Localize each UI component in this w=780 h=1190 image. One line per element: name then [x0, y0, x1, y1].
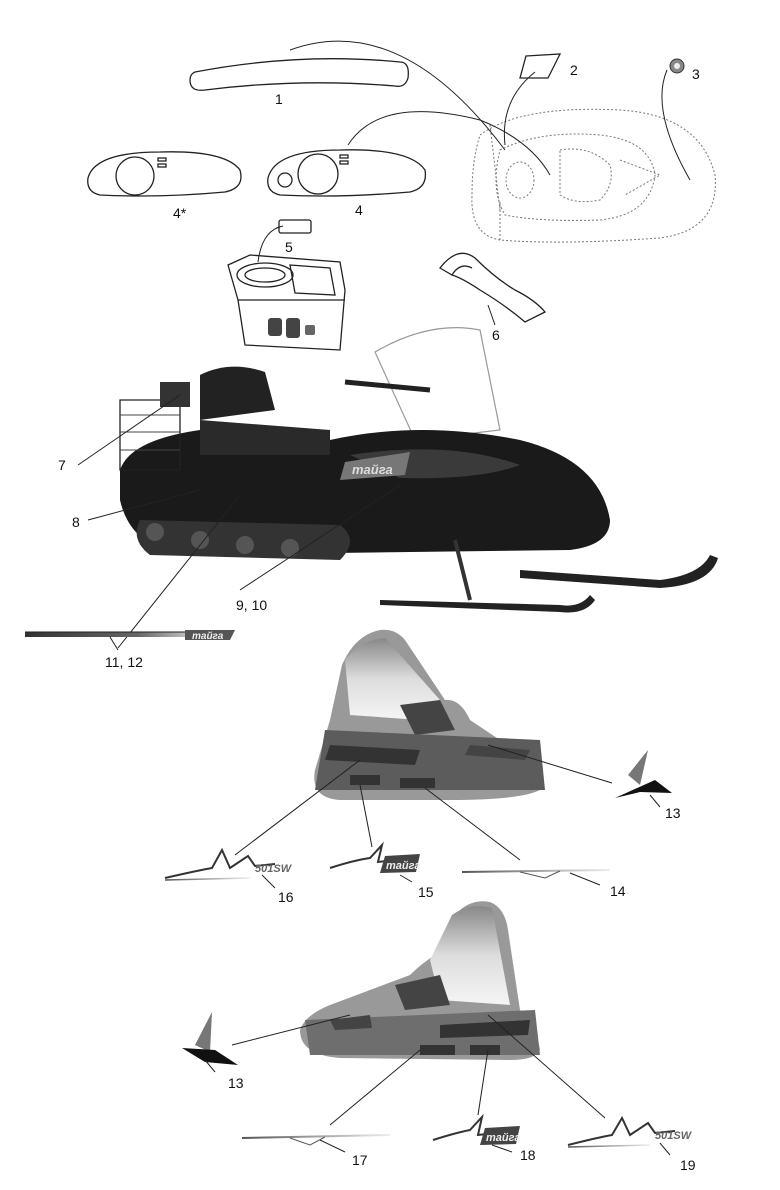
part-5-small-plate	[278, 219, 312, 234]
part-15-brand-emblem: тайга	[329, 841, 420, 873]
leader-2	[503, 71, 536, 146]
hood-view-2	[300, 901, 540, 1060]
storage-box	[227, 254, 346, 351]
part-2-small-decal	[519, 53, 562, 79]
leader-17	[329, 1049, 421, 1126]
leader-15	[359, 784, 373, 848]
label-9-10: 9, 10	[236, 597, 267, 613]
label-7: 7	[58, 457, 66, 473]
brand-badge-body: тайга	[352, 462, 393, 477]
part-1-dash-strip	[189, 58, 409, 91]
leader-15-b	[399, 874, 413, 883]
part-18-brand-emblem: тайга	[432, 1113, 520, 1145]
leader-19-b	[659, 1142, 671, 1156]
brand-badge-15: тайга	[386, 860, 420, 872]
leader-18-b	[491, 1144, 513, 1153]
hood-top-view-outline	[471, 108, 716, 243]
part-4-panel-decal	[267, 149, 427, 197]
leader-9-10	[239, 484, 401, 591]
part-4-alt-panel-decal	[87, 151, 242, 197]
label-4: 4	[355, 202, 363, 218]
label-2: 2	[570, 62, 578, 78]
label-17: 17	[352, 1152, 368, 1168]
leader-3	[661, 69, 691, 181]
label-16: 16	[278, 889, 294, 905]
leader-6	[487, 304, 496, 326]
label-11-12: 11, 12	[105, 654, 143, 670]
model-badge-16: 501SW	[255, 863, 293, 875]
leader-11-12-b	[109, 636, 119, 651]
hood-view-1	[314, 629, 545, 800]
brand-badge-stripe: тайга	[192, 631, 224, 642]
label-4-alt: 4*	[173, 205, 187, 221]
label-1: 1	[275, 91, 283, 107]
leader-13a-b	[649, 794, 661, 808]
leader-1	[289, 40, 506, 151]
leader-17-b	[319, 1139, 346, 1153]
leader-16-b	[261, 874, 276, 889]
leader-11-12	[117, 494, 241, 649]
part-3-round-emblem	[669, 58, 685, 74]
leader-18	[477, 1049, 489, 1116]
part-19-model-stripe: 501SW	[567, 1115, 693, 1148]
part-6-curved-trim	[439, 252, 547, 323]
leader-13a	[487, 744, 613, 784]
leader-19	[487, 1014, 606, 1119]
leader-8	[87, 489, 201, 521]
label-19: 19	[680, 1157, 696, 1173]
label-13a: 13	[665, 805, 681, 821]
label-15: 15	[418, 884, 434, 900]
leader-13b-b	[204, 1059, 216, 1073]
model-badge-19: 501SW	[655, 1130, 693, 1142]
snowmobile-photo: тайга	[119, 327, 718, 613]
leader-4	[347, 111, 551, 176]
leader-13b	[231, 1014, 351, 1046]
label-13b: 13	[228, 1075, 244, 1091]
leader-16	[234, 759, 361, 856]
part-14-thin-stripe	[461, 869, 611, 879]
part-17-thin-stripe	[241, 1134, 391, 1146]
label-14: 14	[610, 883, 626, 899]
leader-14-b	[569, 872, 601, 886]
part-16-model-stripe: 501SW	[164, 847, 293, 881]
leader-5	[257, 225, 284, 263]
leader-14	[424, 787, 521, 861]
label-3: 3	[692, 66, 700, 82]
part-13-arrow-emblem-b	[182, 1012, 238, 1065]
label-18: 18	[520, 1147, 536, 1163]
label-6: 6	[492, 327, 500, 343]
label-8: 8	[72, 514, 80, 530]
leader-7	[77, 394, 181, 466]
label-5: 5	[285, 239, 293, 255]
part-11-12-side-stripe: тайга	[25, 630, 300, 642]
part-13-arrow-emblem-a	[615, 750, 672, 798]
brand-badge-18: тайга	[486, 1132, 520, 1144]
